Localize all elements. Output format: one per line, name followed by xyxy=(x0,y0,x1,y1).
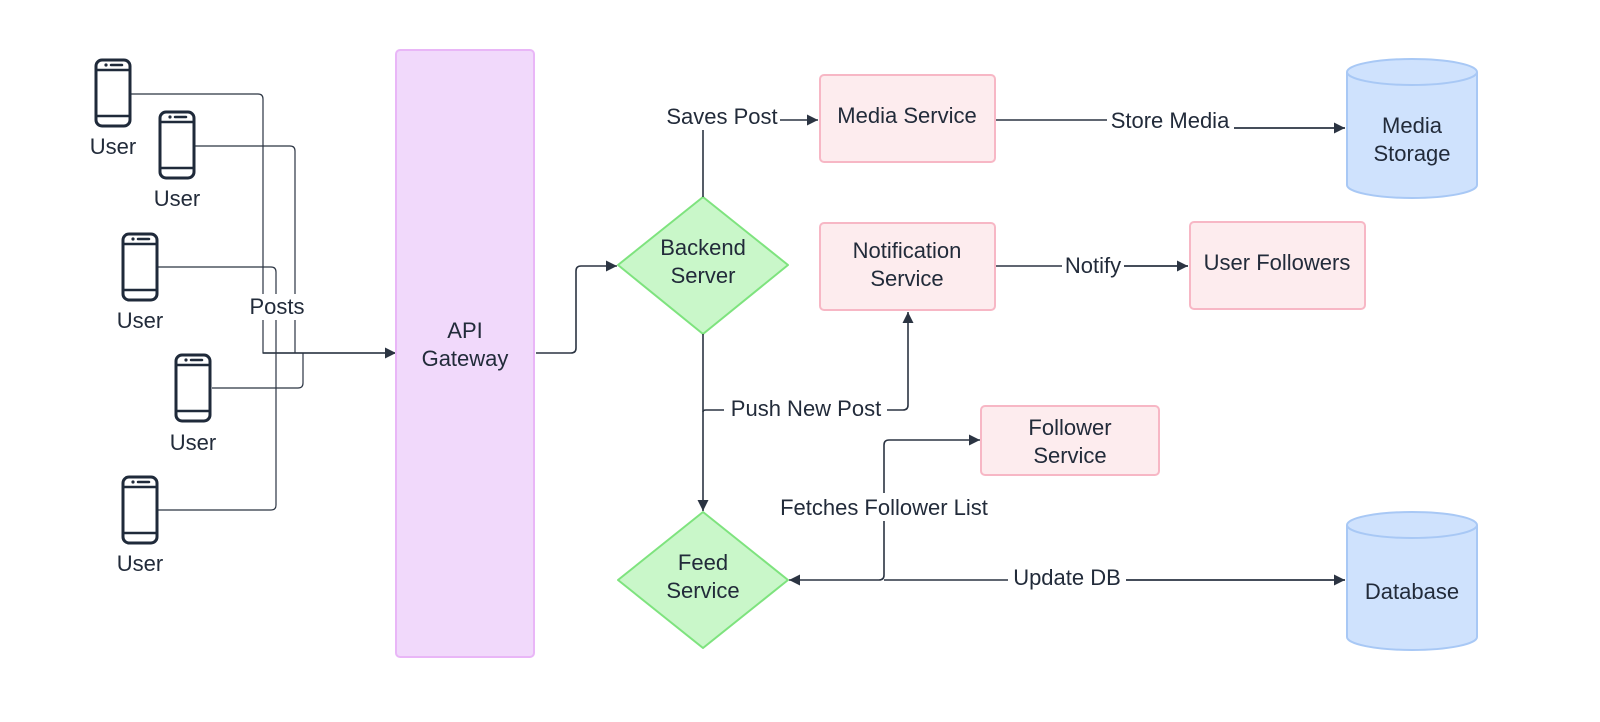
api-gateway-box xyxy=(395,49,535,658)
user-5: User xyxy=(117,475,163,576)
edge-user1-gateway xyxy=(131,93,396,354)
follower-service-line2: Service xyxy=(1033,443,1106,468)
edge-user4-gateway xyxy=(212,353,304,389)
database-label: Database xyxy=(1365,579,1459,604)
user-1: User xyxy=(90,58,136,159)
backend-server-line2: Server xyxy=(671,263,736,288)
media-storage-top xyxy=(1346,58,1478,86)
media-service-box xyxy=(819,74,996,163)
user-followers-label: User Followers xyxy=(1204,250,1351,275)
media-storage-line1: Media xyxy=(1382,113,1443,138)
user-2: User xyxy=(154,110,200,211)
user-followers-box xyxy=(1189,221,1366,310)
backend-server-node: Backend Server xyxy=(617,196,789,335)
phone-icon xyxy=(174,353,212,423)
media-service-label: Media Service xyxy=(837,103,976,128)
store-media-label: Store Media xyxy=(1111,108,1230,133)
media-storage-body xyxy=(1346,72,1478,199)
posts-label: Posts xyxy=(249,294,304,319)
notification-service-node: Notification Service xyxy=(819,222,996,311)
database-node: Database xyxy=(1346,511,1478,651)
api-gateway-line2: Gateway xyxy=(422,346,509,371)
feed-service-diamond xyxy=(617,511,789,649)
feed-service-line2: Service xyxy=(666,578,739,603)
posts-label-bg xyxy=(246,294,308,320)
user-label: User xyxy=(117,308,163,333)
user-3: User xyxy=(117,232,163,333)
backend-server-line1: Backend xyxy=(660,235,746,260)
feed-service-line1: Feed xyxy=(678,550,728,575)
edge-user2-gateway xyxy=(195,145,296,353)
notification-service-box xyxy=(819,222,996,311)
feed-service-node: Feed Service xyxy=(617,511,789,649)
fetches-follower-list-label: Fetches Follower List xyxy=(780,495,988,520)
api-gateway-line1: API xyxy=(447,318,482,343)
media-service-node: Media Service xyxy=(819,74,996,163)
user-label: User xyxy=(90,134,136,159)
user-connectors xyxy=(131,93,396,511)
user-label: User xyxy=(117,551,163,576)
phone-icon xyxy=(94,58,132,128)
phone-icon xyxy=(158,110,196,180)
notification-service-line1: Notification xyxy=(853,238,962,263)
database-body xyxy=(1346,525,1478,651)
database-top xyxy=(1346,511,1478,539)
edge-backend-media xyxy=(702,114,818,197)
user-followers-node: User Followers xyxy=(1189,221,1366,310)
saves-post-label: Saves Post xyxy=(666,104,777,129)
update-db-label: Update DB xyxy=(1013,565,1121,590)
user-4: User xyxy=(170,353,216,455)
fetches-follower-list-label-bg xyxy=(773,493,995,521)
follower-service-node: Follower Service xyxy=(980,405,1160,476)
follower-service-line1: Follower xyxy=(1028,415,1111,440)
follower-service-box xyxy=(980,405,1160,476)
media-storage-line2: Storage xyxy=(1373,141,1450,166)
edge-gateway-backend xyxy=(536,260,617,354)
notification-service-line2: Service xyxy=(870,266,943,291)
media-storage-node: Media Storage xyxy=(1346,58,1478,199)
phone-icon xyxy=(121,475,159,545)
edge-push-notification xyxy=(702,312,914,413)
user-label: User xyxy=(170,430,216,455)
push-new-post-label-bg xyxy=(724,396,887,422)
user-label: User xyxy=(154,186,200,211)
push-new-post-label: Push New Post xyxy=(731,396,881,421)
phone-icon xyxy=(121,232,159,302)
saves-post-label-bg xyxy=(662,102,780,130)
notify-label: Notify xyxy=(1065,253,1121,278)
api-gateway-node: API Gateway xyxy=(395,49,535,658)
